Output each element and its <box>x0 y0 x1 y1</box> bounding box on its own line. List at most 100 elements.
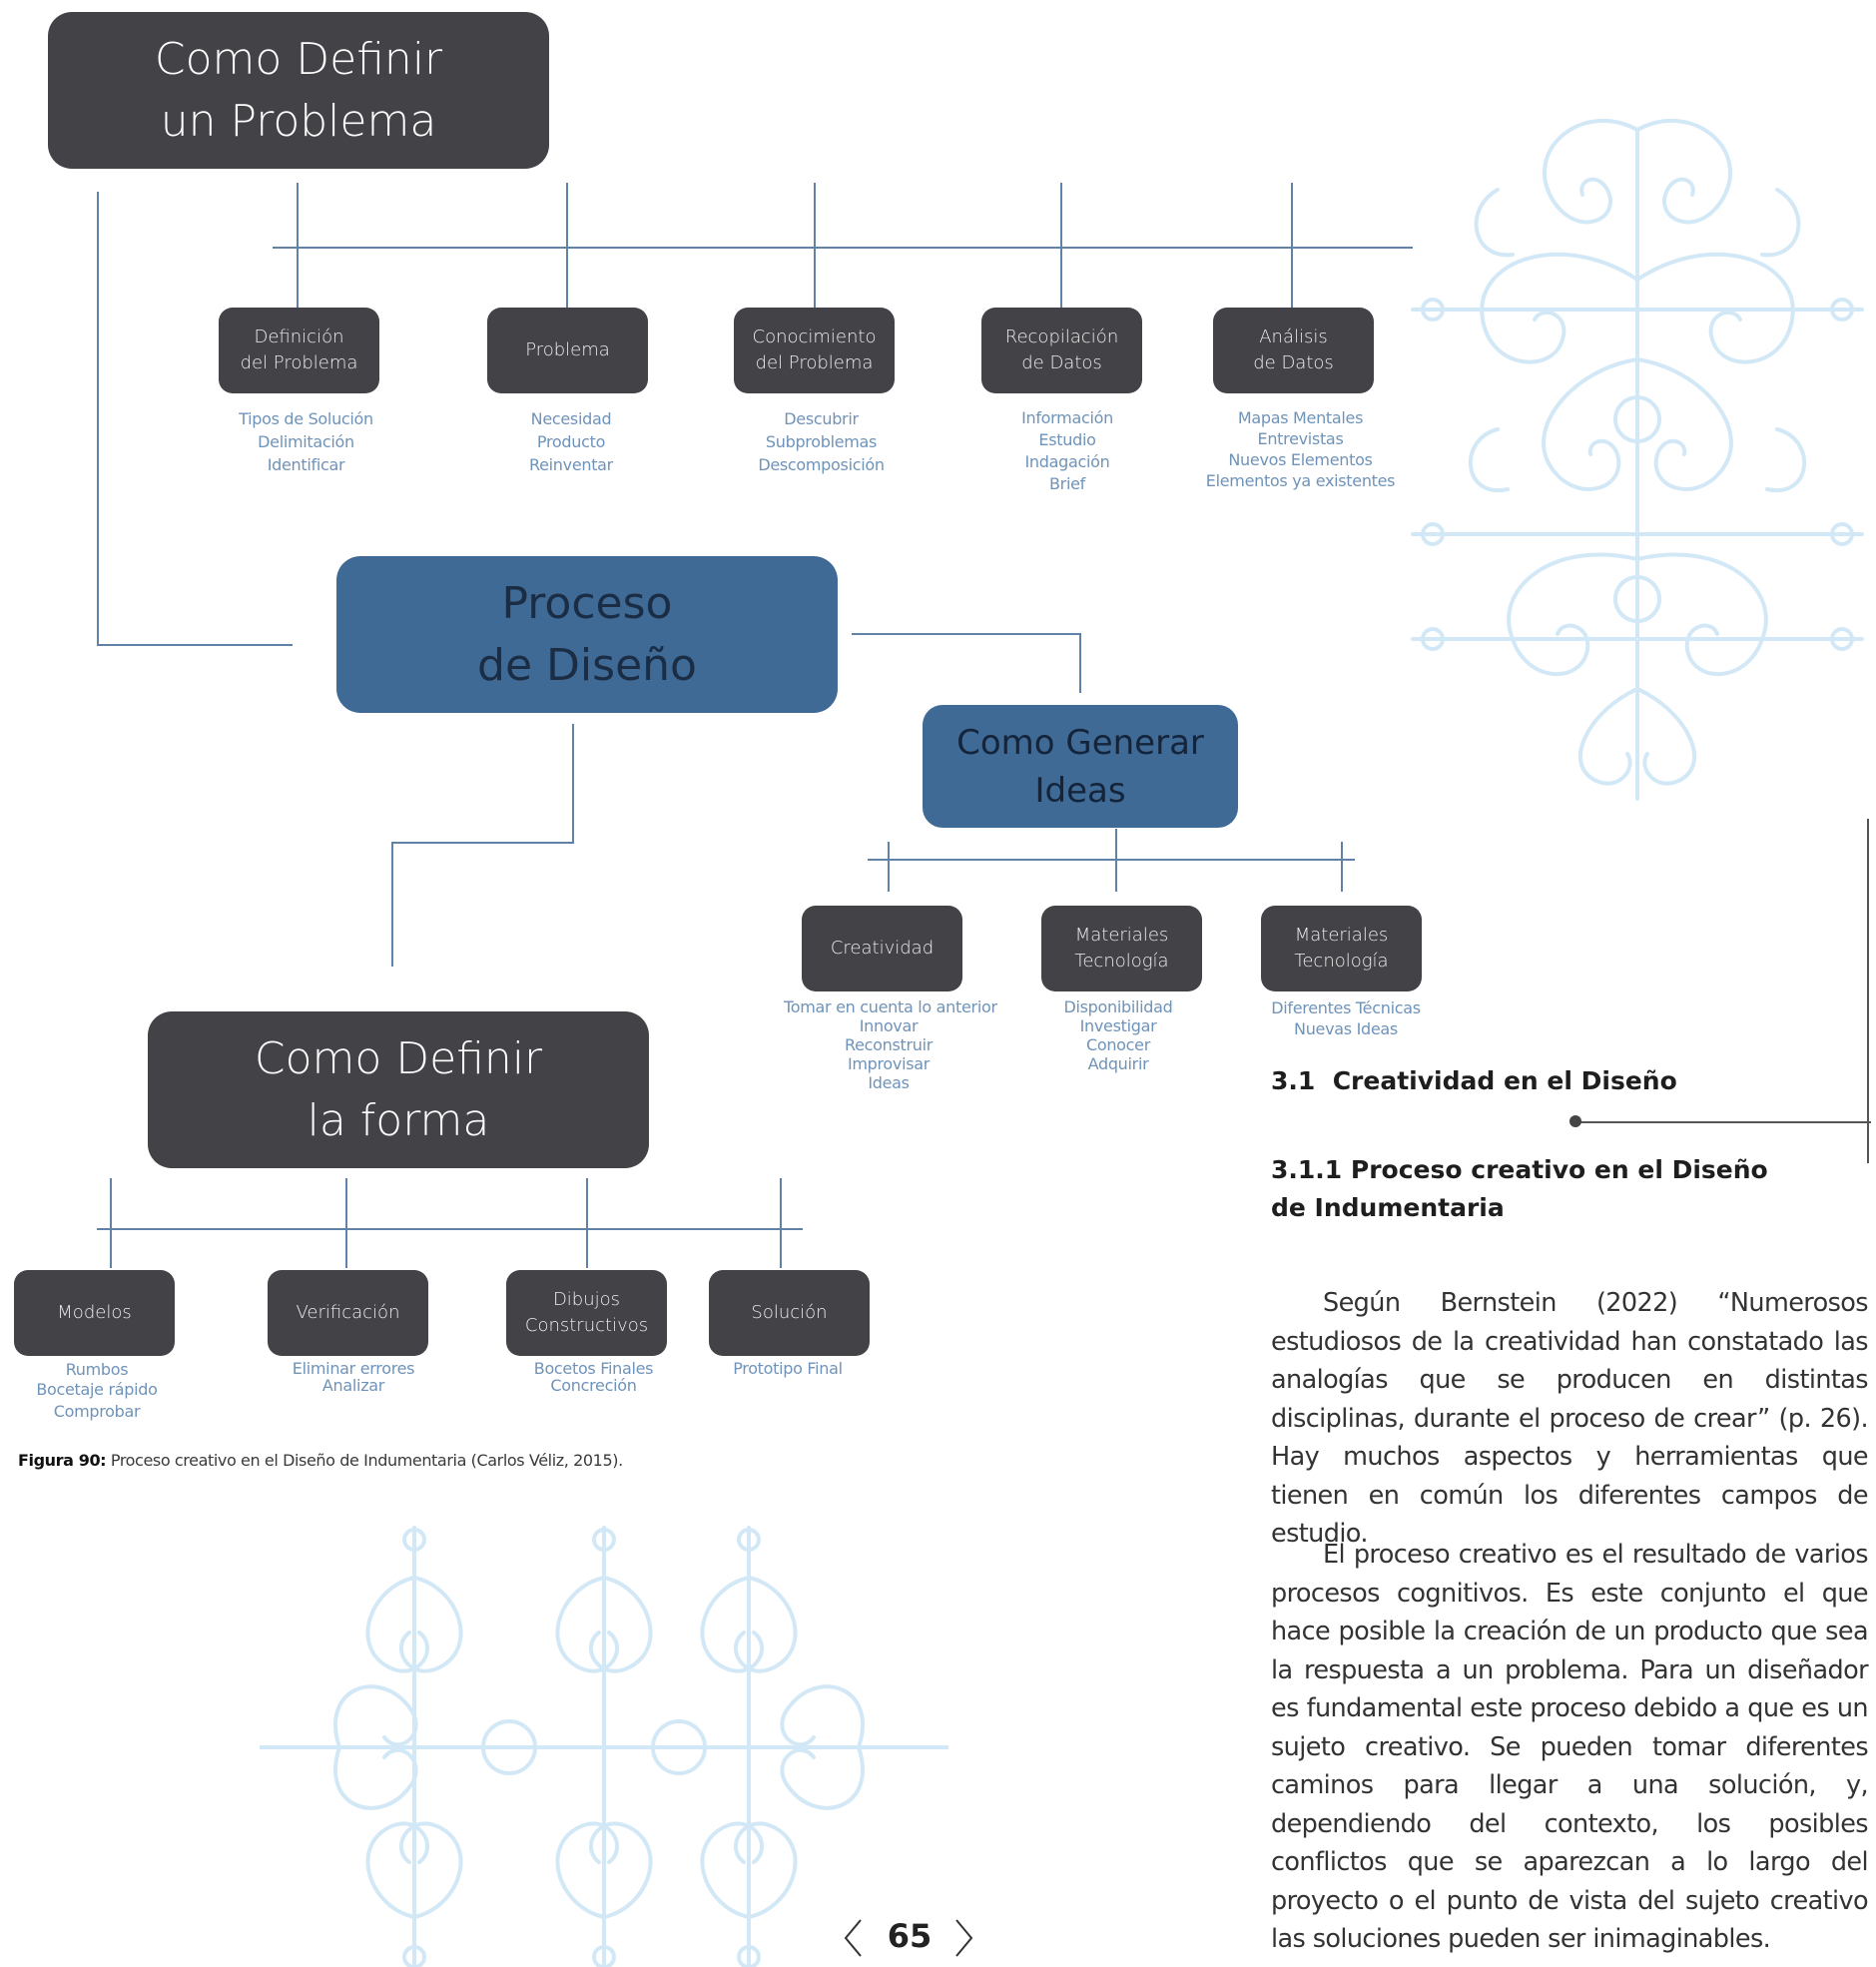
connector-line <box>391 842 574 844</box>
node-solution: Solución <box>709 1270 870 1356</box>
connector-line <box>1341 842 1343 892</box>
list-item: Nuevas Ideas <box>1294 1019 1398 1038</box>
list-item: Eliminar errores <box>292 1359 415 1378</box>
list-item: Delimitación <box>258 432 354 451</box>
rule-vertical <box>1867 819 1869 1163</box>
node-models: Modelos <box>14 1270 175 1356</box>
body-paragraph: Según Bernstein (2022) “Numerosos estudi… <box>1271 1288 1869 1549</box>
node-data-collection: Recopilación de Datos <box>981 308 1142 393</box>
list-item: Analizar <box>321 1376 385 1395</box>
list-item: Brief <box>1049 474 1085 493</box>
connector-line <box>1060 183 1062 310</box>
connector-line <box>391 842 393 967</box>
chevron-right-icon[interactable] <box>952 1918 974 1958</box>
node-data-analysis: Análisis de Datos <box>1213 308 1374 393</box>
node-materials-technology: Materiales Tecnología <box>1261 906 1422 991</box>
list-item: Bocetaje rápido <box>36 1380 158 1399</box>
rule-dot <box>1569 1115 1581 1127</box>
generate-ideas-box: Como Generar Ideas <box>923 705 1238 828</box>
list-item: Subproblemas <box>765 432 878 451</box>
list-item: Elementos ya existentes <box>1205 471 1396 490</box>
connector-line <box>888 842 890 892</box>
list-item: Tomar en cuenta lo anterior <box>784 997 997 1016</box>
sublist-constructive-drawings: Bocetos Finales Concreción <box>506 1360 681 1394</box>
page-number: 65 <box>887 1917 933 1955</box>
connector-line <box>852 633 1081 635</box>
list-item: Prototipo Final <box>733 1359 843 1378</box>
list-item: Necesidad <box>530 409 612 428</box>
list-item: Investigar <box>1079 1016 1157 1035</box>
sublist-data-collection: Información Estudio Indagación Brief <box>981 407 1153 495</box>
sublist-materials-technology-2: Diferentes Técnicas Nuevas Ideas <box>1256 997 1436 1039</box>
ornament-right-icon <box>1411 118 1864 801</box>
figure-caption-label: Figura 90: <box>18 1451 107 1470</box>
connector-line <box>345 1178 347 1268</box>
list-item: Identificar <box>267 455 345 474</box>
list-item: Conocer <box>1085 1035 1150 1054</box>
sublist-problem-knowledge: Descubrir Subproblemas Descomposición <box>734 407 909 476</box>
list-item: Comprobar <box>53 1402 141 1421</box>
connector-line <box>297 183 299 310</box>
node-creativity: Creatividad <box>802 906 962 991</box>
figure-caption-text: Proceso creativo en el Diseño de Indumen… <box>106 1451 623 1470</box>
sublist-materials-technology: Disponibilidad Investigar Conocer Adquir… <box>1028 997 1208 1073</box>
rule-horizontal <box>1575 1121 1871 1123</box>
connector-line <box>1291 183 1293 310</box>
list-item: Ideas <box>868 1073 910 1092</box>
sublist-models: Rumbos Bocetaje rápido Comprobar <box>12 1360 182 1422</box>
define-form-box: Como Definir la forma <box>148 1011 649 1168</box>
ornament-bottom-icon <box>260 1526 948 1967</box>
connector-line <box>1079 633 1081 693</box>
node-problem-knowledge: Conocimiento del Problema <box>734 308 895 393</box>
list-item: Adquirir <box>1087 1054 1149 1073</box>
sublist-solution: Prototipo Final <box>699 1360 877 1377</box>
connector-line <box>1115 829 1117 892</box>
list-item: Reinventar <box>529 455 613 474</box>
list-item: Nuevos Elementos <box>1228 450 1373 469</box>
sublist-problem: Necesidad Producto Reinventar <box>487 407 655 476</box>
list-item: Diferentes Técnicas <box>1271 998 1421 1017</box>
chevron-left-icon[interactable] <box>843 1918 865 1958</box>
connector-line <box>110 1178 112 1268</box>
list-item: Reconstruir <box>844 1035 934 1054</box>
sublist-problem-definition: Tipos de Solución Delimitación Identific… <box>219 407 393 476</box>
list-item: Tipos de Solución <box>239 409 373 428</box>
define-problem-box: Como Definir un Problema <box>48 12 549 169</box>
figure-caption: Figura 90: Proceso creativo en el Diseño… <box>18 1451 623 1470</box>
connector-line <box>572 724 574 844</box>
connector-line <box>97 1228 803 1230</box>
sublist-data-analysis: Mapas Mentales Entrevistas Nuevos Elemen… <box>1198 407 1403 491</box>
node-constructive-drawings: Dibujos Constructivos <box>506 1270 667 1356</box>
connector-line <box>868 859 1355 861</box>
section-heading: 3.1 Creatividad en el Diseño <box>1271 1066 1677 1095</box>
connector-line <box>97 192 99 646</box>
node-verification: Verificación <box>268 1270 428 1356</box>
body-paragraph: El proceso creativo es el resultado de v… <box>1271 1540 1869 1954</box>
list-item: Improvisar <box>847 1054 931 1073</box>
node-problem: Problema <box>487 308 648 393</box>
connector-line <box>97 644 293 646</box>
list-item: Bocetos Finales <box>533 1359 654 1378</box>
list-item: Entrevistas <box>1257 429 1344 448</box>
list-item: Rumbos <box>65 1360 129 1379</box>
list-item: Estudio <box>1038 430 1096 449</box>
list-item: Mapas Mentales <box>1237 408 1364 427</box>
design-process-box: Proceso de Diseño <box>336 556 838 713</box>
connector-line <box>814 183 816 310</box>
connector-line <box>586 1178 588 1268</box>
connector-line <box>273 247 1413 249</box>
sublist-creativity: Tomar en cuenta lo anterior Innovar Reco… <box>784 997 997 1092</box>
list-item: Descomposición <box>758 455 885 474</box>
list-item: Descubrir <box>784 409 859 428</box>
list-item: Producto <box>536 432 606 451</box>
list-item: Indagación <box>1024 452 1110 471</box>
subsection-heading: 3.1.1 Proceso creativo en el Diseño de I… <box>1271 1155 1768 1222</box>
list-item: Disponibilidad <box>1063 997 1173 1016</box>
node-materials-technology: Materiales Tecnología <box>1041 906 1202 991</box>
list-item: Información <box>1021 408 1113 427</box>
list-item: Concreción <box>550 1376 637 1395</box>
node-problem-definition: Definición del Problema <box>219 308 379 393</box>
list-item: Innovar <box>859 1016 919 1035</box>
connector-line <box>780 1178 782 1268</box>
sublist-verification: Eliminar errores Analizar <box>268 1360 439 1394</box>
